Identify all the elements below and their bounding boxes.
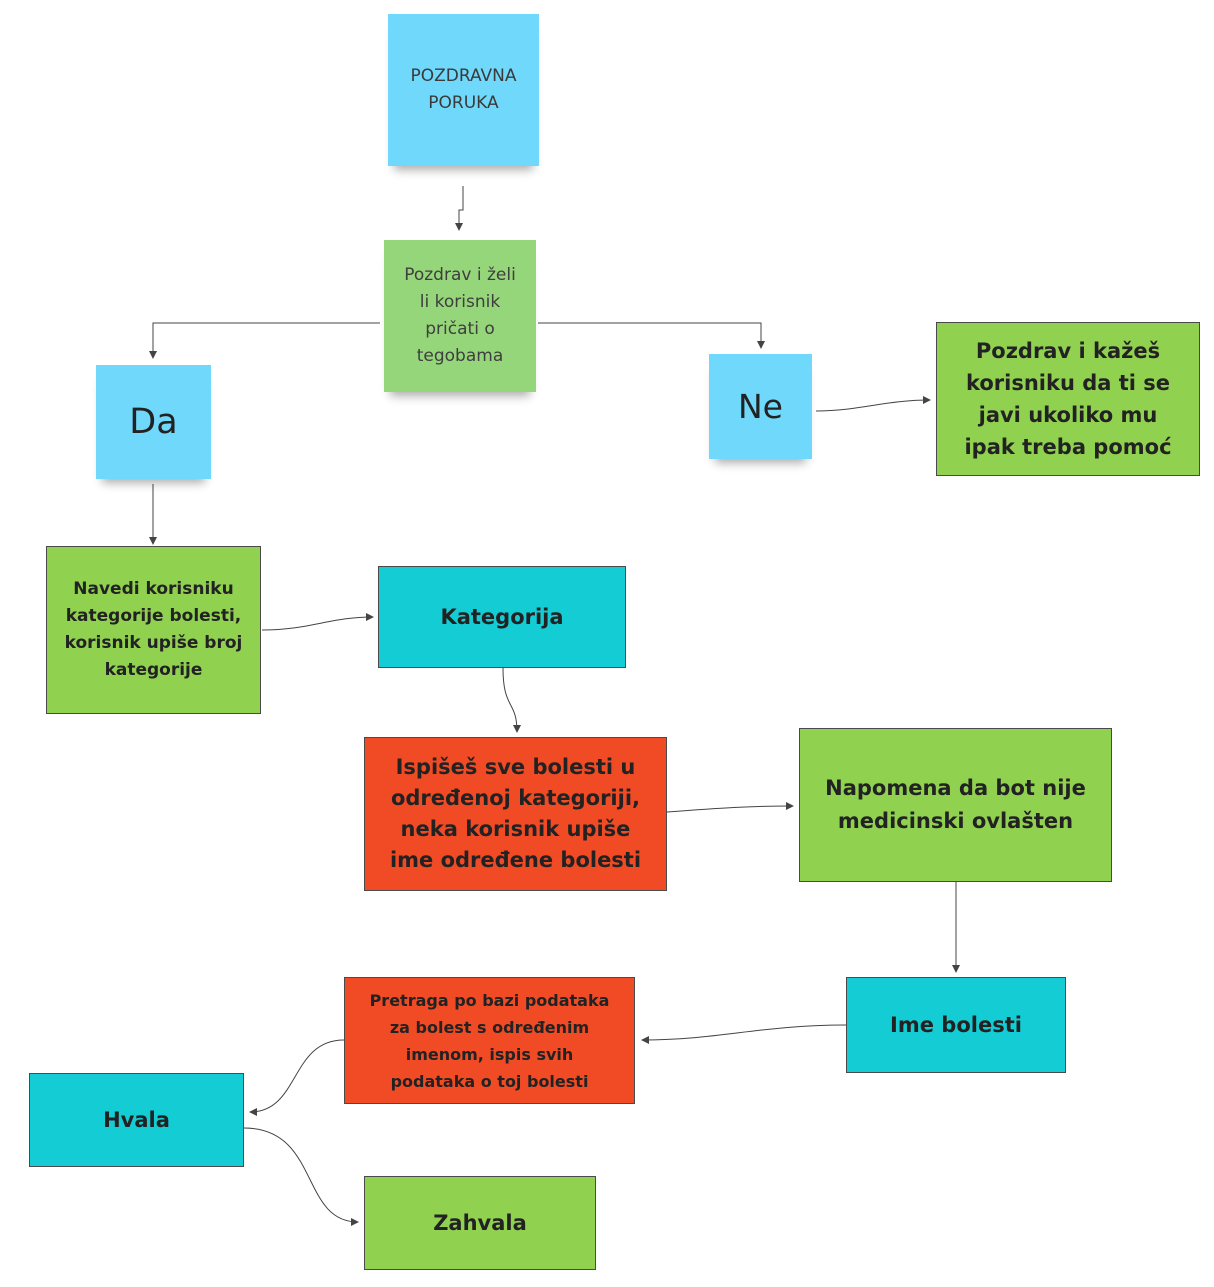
node-gratitude[interactable]: Zahvala xyxy=(364,1176,596,1270)
node-database-search[interactable]: Pretraga po bazi podataka za bolest s od… xyxy=(344,977,635,1104)
edge-list-categories-to-category xyxy=(261,613,374,631)
node-yes[interactable]: Da xyxy=(96,365,211,479)
node-database-search-label: Pretraga po bazi podataka za bolest s od… xyxy=(369,990,610,1091)
node-thanks[interactable]: Hvala xyxy=(29,1073,244,1167)
node-list-categories-label: Navedi korisniku kategorije bolesti, kor… xyxy=(64,579,243,680)
node-yes-label: Da xyxy=(129,402,178,442)
edge-question-to-no xyxy=(538,322,765,349)
node-disease-name[interactable]: Ime bolesti xyxy=(846,977,1066,1073)
node-welcome-message[interactable]: POZDRAVNA PORUKA xyxy=(388,14,539,166)
node-disclaimer-label: Napomena da bot nije medicinski ovlašten xyxy=(825,776,1086,833)
edge-list-diseases-to-disclaimer xyxy=(666,802,794,813)
edge-thanks-to-gratitude xyxy=(243,1127,359,1226)
node-no[interactable]: Ne xyxy=(709,354,812,459)
edge-no-to-goodbye-help xyxy=(815,396,931,412)
edge-welcome-to-question xyxy=(455,186,464,231)
node-thanks-label: Hvala xyxy=(103,1108,170,1132)
node-welcome-message-label: POZDRAVNA PORUKA xyxy=(410,66,517,113)
node-list-categories[interactable]: Navedi korisniku kategorije bolesti, kor… xyxy=(46,546,261,714)
node-greeting-question-label: Pozdrav i želi li korisnik pričati o teg… xyxy=(404,265,516,366)
node-greeting-question[interactable]: Pozdrav i želi li korisnik pričati o teg… xyxy=(384,240,536,392)
node-list-diseases[interactable]: Ispišeš sve bolesti u određenoj kategori… xyxy=(364,737,667,891)
node-disclaimer[interactable]: Napomena da bot nije medicinski ovlašten xyxy=(799,728,1112,882)
edge-category-to-list-diseases xyxy=(502,667,521,733)
edge-question-to-yes xyxy=(149,322,380,359)
node-disease-name-label: Ime bolesti xyxy=(890,1013,1022,1037)
node-gratitude-label: Zahvala xyxy=(433,1211,527,1235)
node-category[interactable]: Kategorija xyxy=(378,566,626,668)
node-no-label: Ne xyxy=(738,387,783,426)
node-category-label: Kategorija xyxy=(440,605,564,629)
node-goodbye-offer-help-label: Pozdrav i kažeš korisniku da ti se javi … xyxy=(964,339,1172,459)
node-list-diseases-label: Ispišeš sve bolesti u određenoj kategori… xyxy=(389,755,642,872)
edge-disease-name-to-db-search xyxy=(641,1024,847,1044)
edge-db-search-to-thanks xyxy=(249,1039,345,1116)
node-goodbye-offer-help[interactable]: Pozdrav i kažeš korisniku da ti se javi … xyxy=(936,322,1200,476)
